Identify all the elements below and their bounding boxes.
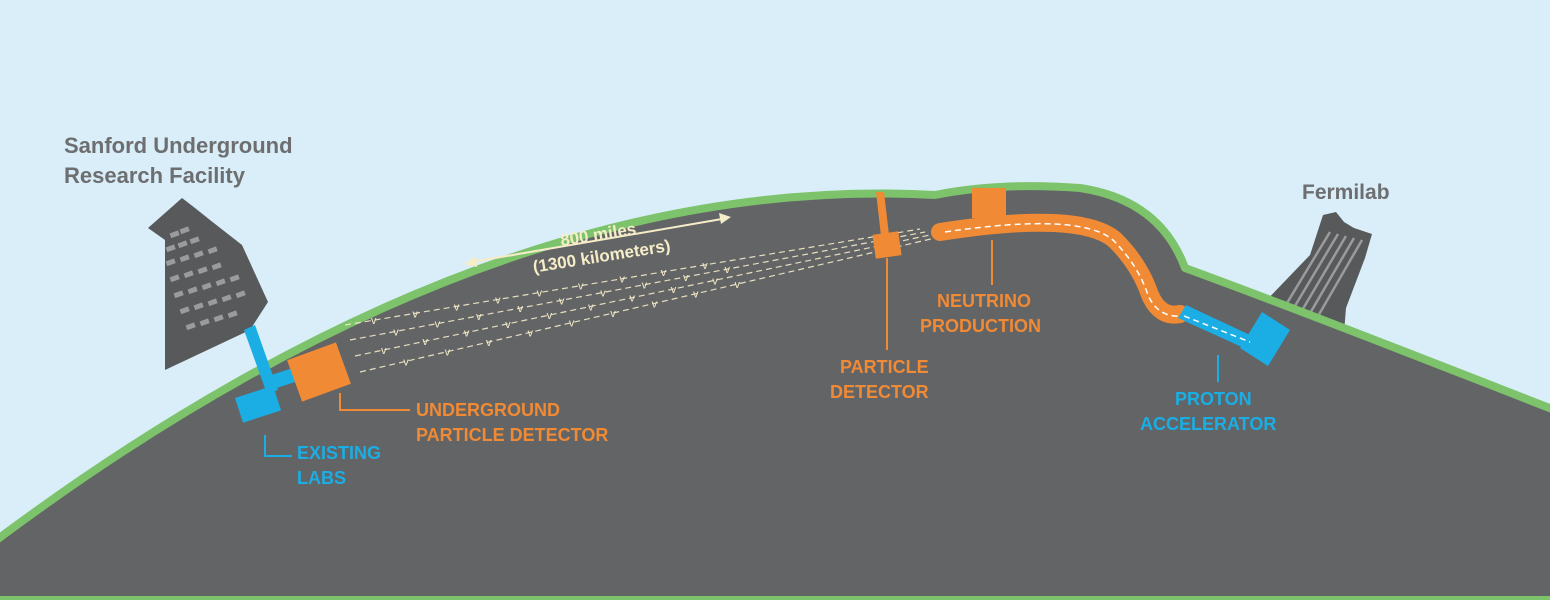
- building-window: [207, 298, 218, 307]
- neutrino-symbol: v: [661, 267, 667, 279]
- neutrino-symbol: v: [527, 327, 533, 339]
- neutrino-symbol: v: [588, 301, 594, 313]
- neutrino-symbol: v: [371, 315, 377, 327]
- building-window: [197, 266, 208, 275]
- existing-labs-label-line1: EXISTING: [297, 443, 381, 463]
- neutrino-symbol: v: [445, 347, 451, 359]
- building-window: [229, 274, 240, 283]
- neutrino-symbol: v: [412, 308, 418, 320]
- sanford-building-icon: [148, 198, 268, 370]
- neutrino-symbol: v: [547, 310, 553, 322]
- neutrino-symbol: v: [486, 337, 492, 349]
- building-window: [185, 322, 196, 331]
- existing-labs-label-line2: LABS: [297, 468, 346, 488]
- beamline-centerline: [944, 222, 1183, 317]
- neutrino-symbol: v: [724, 264, 730, 276]
- building-window: [201, 282, 212, 291]
- neutrino-symbol: v: [559, 295, 565, 307]
- neutrino-symbol: v: [578, 281, 584, 293]
- building-window: [215, 278, 226, 287]
- neutrino-symbol: v: [683, 272, 689, 284]
- neutrino-symbol: v: [517, 303, 523, 315]
- neutrino-symbol: v: [505, 319, 511, 331]
- fermilab-label: Fermilab: [1302, 181, 1390, 204]
- building-window: [177, 240, 188, 249]
- building-window: [169, 274, 180, 283]
- building-window: [193, 250, 204, 259]
- neutrino-symbol: v: [495, 295, 501, 307]
- neutrino-symbol: v: [537, 288, 543, 300]
- neutrino-production-beamline: [931, 213, 1189, 324]
- neutrino-symbol: v: [454, 301, 460, 313]
- neutrino-symbol: v: [435, 319, 441, 331]
- sanford-label-line1: Sanford Underground: [64, 133, 293, 158]
- existing-labs-leader: [264, 435, 292, 457]
- building-window: [187, 286, 198, 295]
- neutrino-symbol: v: [393, 326, 399, 338]
- earth-ground: [0, 182, 1550, 600]
- underground-detector-label-line2: PARTICLE DETECTOR: [416, 425, 608, 445]
- building-window: [213, 314, 224, 323]
- neutrino-symbol: v: [652, 298, 658, 310]
- distance-arrow: [464, 213, 731, 267]
- neutrino-symbol: v: [642, 280, 648, 292]
- building-window: [169, 230, 180, 239]
- particle-detector-label-line1: PARTICLE: [840, 357, 929, 377]
- underground-detector-leader: [339, 393, 410, 411]
- existing-labs-shape: [235, 325, 299, 423]
- building-window: [193, 302, 204, 311]
- neutrino-symbol: v: [629, 293, 635, 305]
- neutrino-symbol: v: [403, 356, 409, 368]
- underground-detector-label-line1: UNDERGROUND: [416, 400, 560, 420]
- building-window: [173, 290, 184, 299]
- particle-detector-label-line2: DETECTOR: [830, 382, 929, 402]
- neutrino-symbol: v: [712, 275, 718, 287]
- neutrino-symbol: v: [734, 279, 740, 291]
- neutrino-symbol: v: [671, 284, 677, 296]
- building-window: [179, 306, 190, 315]
- neutrino-symbol: v: [569, 318, 575, 330]
- neutrino-symbol: v: [610, 308, 616, 320]
- building-window: [179, 254, 190, 263]
- building-window: [227, 310, 238, 319]
- building-window: [183, 270, 194, 279]
- neutrino-production-label-line2: PRODUCTION: [920, 316, 1041, 336]
- neutrino-symbol: v: [476, 311, 482, 323]
- proton-accelerator-shape: [1178, 305, 1290, 366]
- building-window: [165, 244, 176, 253]
- building-window: [221, 294, 232, 303]
- building-window: [235, 290, 246, 299]
- building-window: [211, 262, 222, 271]
- neutrino-production-label-line1: NEUTRINO: [937, 291, 1031, 311]
- neutrino-symbol: v: [693, 289, 699, 301]
- neutrino-symbol: v: [702, 260, 708, 272]
- neutrino-symbol: v: [600, 288, 606, 300]
- sanford-label-line2: Research Facility: [64, 163, 246, 188]
- near-detector-shape: [872, 192, 902, 259]
- underground-detector-shape: [287, 342, 351, 402]
- neutrino-symbol: v: [381, 345, 387, 357]
- neutrino-beam: [344, 228, 936, 373]
- neutrino-symbol: v: [422, 336, 428, 348]
- building-window: [207, 246, 218, 255]
- building-window: [165, 258, 176, 267]
- building-window: [199, 318, 210, 327]
- neutrino-symbol: v: [464, 328, 470, 340]
- building-window: [189, 236, 200, 245]
- building-window: [179, 226, 190, 235]
- proton-accelerator-label-line1: PROTON: [1175, 389, 1252, 409]
- neutrino-production-target: [972, 188, 1006, 218]
- neutrino-symbol: v: [619, 274, 625, 286]
- proton-accelerator-label-line2: ACCELERATOR: [1140, 414, 1276, 434]
